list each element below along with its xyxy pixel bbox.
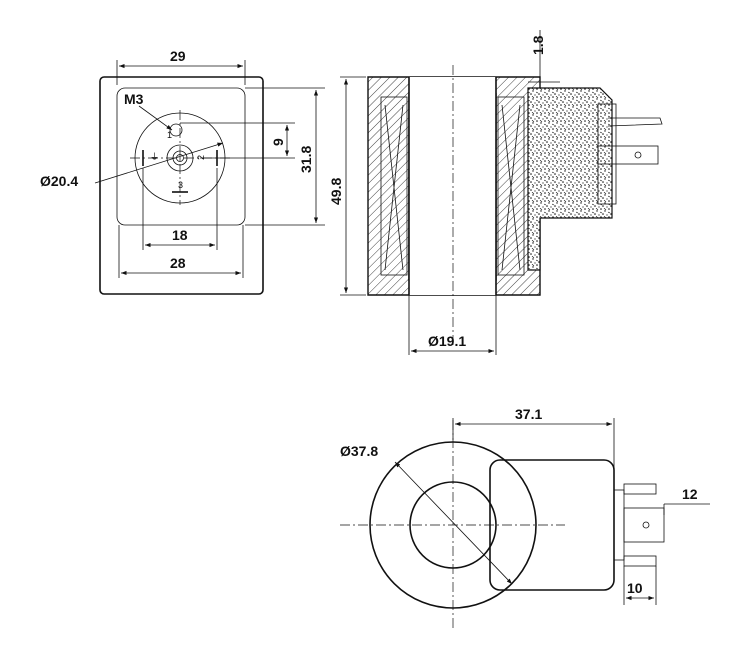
terminal-base — [613, 489, 625, 561]
dim-37-1-label: 37.1 — [515, 406, 542, 422]
dim-29-label: 29 — [170, 48, 186, 64]
dim-1-8-label: 1.8 — [530, 35, 546, 55]
coil-right-cross — [501, 104, 521, 271]
top-view: Ø37.8 37.1 12 10 — [340, 406, 710, 630]
pin-hole — [642, 521, 650, 529]
dim-dia-37-8-label: Ø37.8 — [340, 443, 378, 459]
connector-block-section — [527, 87, 613, 271]
dim-28-label: 28 — [170, 255, 186, 271]
bore-clear — [409, 77, 496, 295]
dim-18-label: 18 — [172, 227, 188, 243]
dim-31-8-label: 31.8 — [298, 146, 314, 173]
pin-middle — [623, 507, 665, 543]
section-view: 49.8 1.8 Ø19.1 — [328, 30, 663, 355]
ground-pin — [169, 123, 183, 137]
coil-right — [497, 96, 525, 276]
dim-19-1-label: Ø19.1 — [428, 333, 466, 349]
terminal-mark-3: 3 — [178, 180, 183, 190]
dim-49-8-label: 49.8 — [328, 178, 344, 205]
pin-bottom — [623, 555, 657, 567]
terminal-mark-2: 2 — [196, 155, 206, 160]
coil-left — [380, 96, 408, 276]
terminal-hole — [634, 151, 642, 159]
dim-dia-20-4-label: Ø20.4 — [40, 173, 78, 189]
pin-top — [623, 483, 657, 495]
upper-terminal-blade — [607, 117, 663, 127]
dim-dia-20-4-leader — [94, 142, 224, 184]
front-view: 1 2 3 ⏚ 29 18 28 9 31.8 Ø20.4 M3 — [40, 48, 325, 295]
dim-dia-37-8-line — [394, 461, 513, 585]
thread-label: M3 — [124, 91, 144, 107]
outer-housing — [99, 76, 264, 295]
dim-12-label: 12 — [682, 486, 698, 502]
terminal-mark-ground: ⏚ — [150, 152, 159, 162]
connector-face — [116, 87, 246, 226]
coil-left-cross — [384, 104, 404, 271]
m3-leader — [138, 105, 173, 131]
dim-10-label: 10 — [627, 580, 643, 596]
dim-9-label: 9 — [270, 138, 286, 146]
terminal-mark-1: 1 — [167, 130, 172, 140]
lower-terminal-blade — [597, 145, 659, 165]
